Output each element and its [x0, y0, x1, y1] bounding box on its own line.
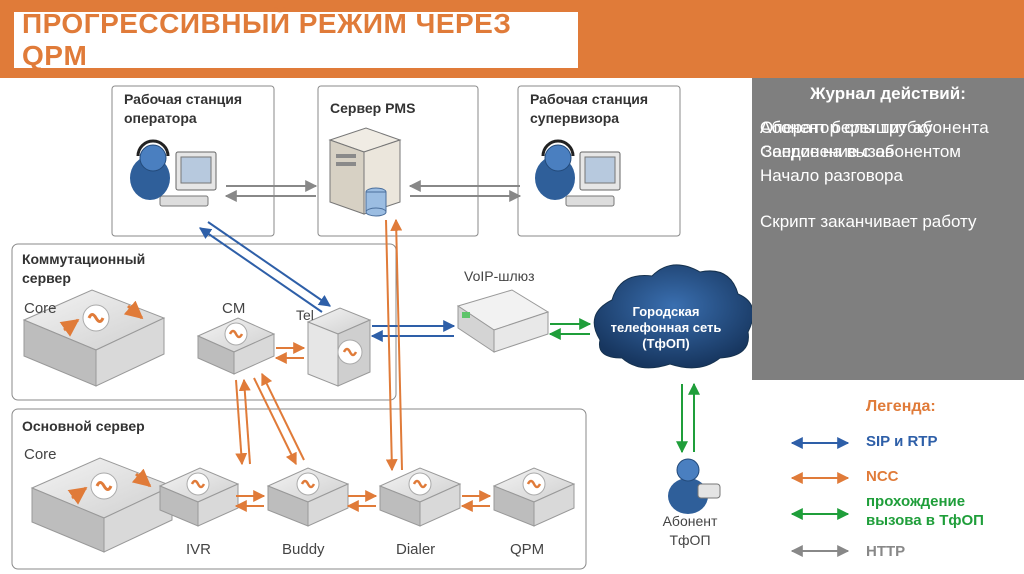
dialer-box: [378, 467, 462, 527]
ivr-box: [158, 467, 240, 527]
log-entry: Скрипт заканчивает работу: [760, 212, 977, 231]
legend-label-sip: SIP и RTP: [866, 433, 938, 450]
buddy-box: [266, 467, 350, 527]
switch-server-label-text: Коммутационный: [22, 251, 145, 267]
buddy-label: Buddy: [282, 541, 325, 558]
operator-label-text: Рабочая станция: [124, 91, 242, 107]
action-log-title: Журнал действий:: [810, 84, 966, 103]
action-log-panel: Журнал действий: Абонент берет трубку Оп…: [752, 78, 1024, 380]
subscriber-label-text-line2: ТфОП: [669, 532, 710, 548]
ncc-arrow-pms-dialer-2: [390, 218, 403, 471]
ncc-arrow-cm-ivr-2: [238, 378, 251, 465]
dialer-label: Dialer: [396, 541, 435, 558]
sip-arrow-op-tel-2: [199, 227, 323, 313]
supervisor-workstation-icon: [535, 139, 621, 207]
pstn-cloud-label-line2: телефонная сеть: [611, 320, 722, 335]
ivr-label: IVR: [186, 541, 211, 558]
log-entry: Начало разговора: [760, 166, 903, 185]
pstn-cloud-label-line3: (ТфОП): [642, 336, 689, 351]
main-core-label: Core: [24, 446, 57, 463]
log-entry: Соединение с абонентом: [760, 142, 961, 161]
switch-server-label-text-line2: сервер: [22, 270, 71, 286]
title-box: ПРОГРЕССИВНЫЙ РЕЖИМ ЧЕРЕЗ QPM: [14, 8, 578, 71]
tel-box: [306, 307, 372, 387]
qpm-label: QPM: [510, 541, 544, 558]
pstn-cloud-label-text: Городская: [632, 304, 699, 319]
operator-label: Рабочая станция оператора: [124, 91, 242, 126]
sip-arrow-op-tel-1: [207, 221, 331, 307]
ncc-arrow-cm-buddy-1: [253, 377, 297, 466]
header-bar: ПРОГРЕССИВНЫЙ РЕЖИМ ЧЕРЕЗ QPM: [0, 0, 1024, 78]
voip-gateway-label: VoIP-шлюз: [464, 268, 535, 284]
operator-workstation-icon: [130, 139, 217, 207]
subscriber-icon: [668, 458, 721, 514]
switch-cm-box: [196, 317, 276, 375]
main-core-box: [30, 457, 174, 553]
operator-label-text-line2: оператора: [124, 110, 197, 126]
qpm-box: [492, 467, 576, 527]
supervisor-label-text: Рабочая станция: [530, 91, 648, 107]
supervisor-label-text-line2: супервизора: [530, 110, 619, 126]
page-title: ПРОГРЕССИВНЫЙ РЕЖИМ ЧЕРЕЗ QPM: [22, 8, 512, 71]
ncc-arrow-cm-buddy-2: [261, 372, 305, 461]
pms-server-icon: [328, 127, 402, 217]
subscriber-label-text: Абонент: [663, 513, 718, 529]
main-server-label: Основной сервер: [22, 418, 145, 434]
log-entry: Оператор слышит абонента: [760, 118, 990, 137]
switch-core-label: Core: [24, 300, 57, 317]
legend-title: Легенда:: [866, 398, 936, 415]
switch-server-label: Коммутационный сервер: [22, 251, 145, 286]
ncc-arrow-pms-dialer-1: [385, 219, 398, 472]
legend-label-http: HTTP: [866, 543, 906, 560]
switch-core-box: [22, 289, 166, 387]
tel-label: Tel: [296, 307, 314, 323]
switch-cm-label: CM: [222, 300, 245, 317]
log-entry: Абонент берет трубку: [760, 118, 933, 137]
pms-label: Сервер PMS: [330, 100, 415, 116]
log-entry: Запрос на вызов: [762, 142, 894, 161]
ncc-arrow-cm-ivr-1: [235, 379, 248, 466]
supervisor-label: Рабочая станция супервизора: [530, 91, 648, 126]
legend-label-ncc: NCC: [866, 468, 899, 485]
voip-gateway-icon: [456, 289, 550, 353]
legend-label-pstn: прохождение вызова в ТфОП: [866, 493, 984, 529]
